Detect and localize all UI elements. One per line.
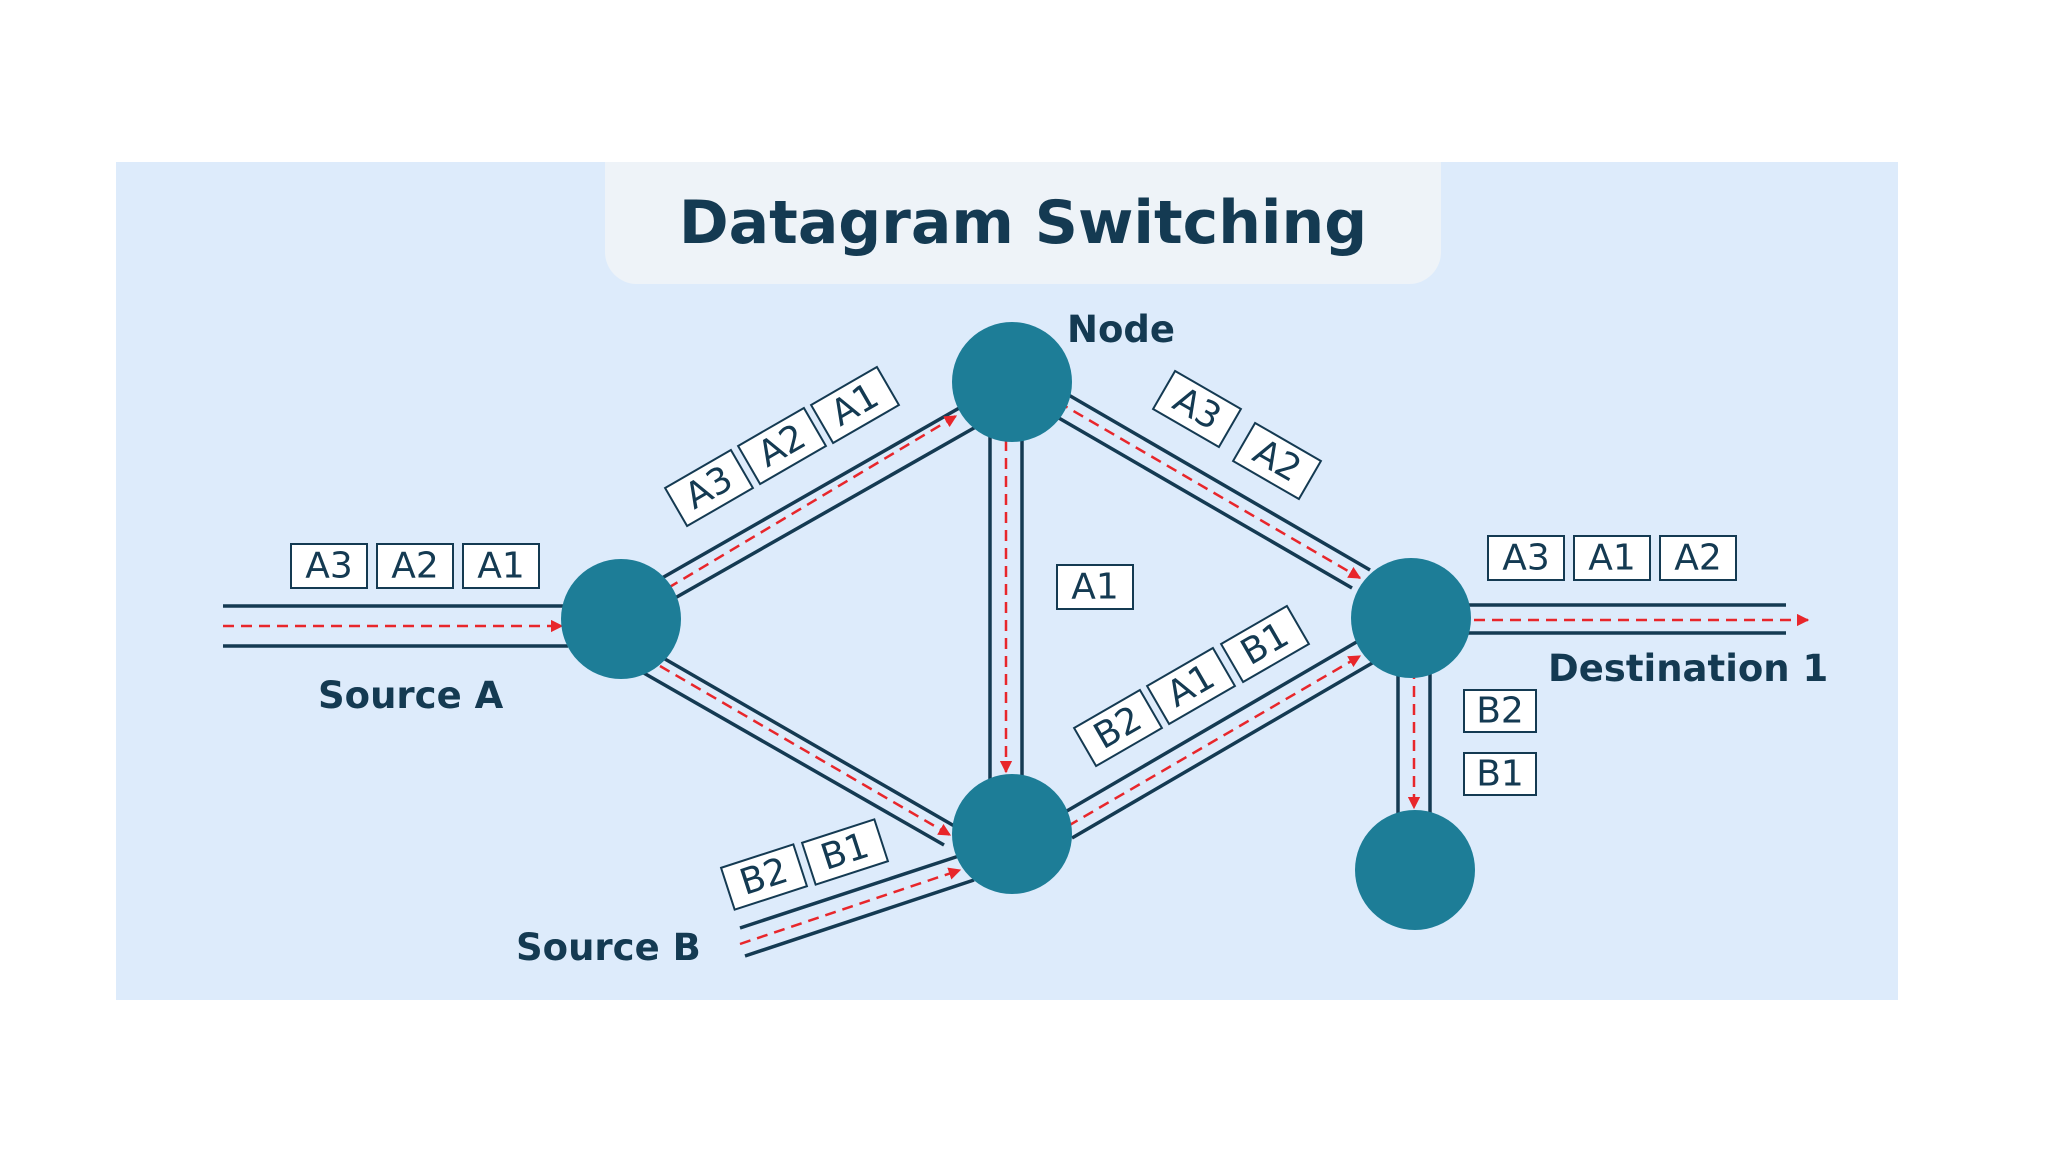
flow-arrow	[739, 867, 962, 946]
svg-text:A2: A2	[391, 546, 439, 587]
svg-text:A3: A3	[1502, 538, 1550, 579]
link-left-top	[654, 401, 969, 584]
packet-queue-lower-right-link: B2 A1 B1	[1072, 604, 1311, 768]
svg-text:A2: A2	[1674, 538, 1722, 579]
packet: A3	[1151, 369, 1243, 449]
packet: B1	[1463, 752, 1537, 796]
packet: A1	[809, 365, 901, 445]
flow-arrow	[659, 664, 952, 837]
link-top-right	[1044, 408, 1353, 590]
links	[223, 388, 1786, 958]
svg-text:A1: A1	[1071, 567, 1119, 608]
packet-queue-upper-right-link: A3 A2	[1151, 369, 1323, 501]
svg-text:B1: B1	[1476, 754, 1524, 795]
flow-arrow	[667, 414, 958, 590]
diagram-title: Datagram Switching	[678, 188, 1368, 258]
svg-text:B2: B2	[1476, 691, 1524, 732]
packet: A1	[1573, 535, 1651, 581]
packet-queue-center-link: A1	[1056, 564, 1134, 610]
packet: A3	[1487, 535, 1565, 581]
flow-arrows	[223, 400, 1810, 946]
packet: A2	[1231, 421, 1323, 501]
packet: B2	[719, 843, 809, 911]
node-circle	[952, 774, 1072, 894]
svg-text:A3: A3	[305, 546, 353, 587]
packet-queue-source-a: A3 A2 A1	[290, 543, 540, 589]
title-box: Datagram Switching	[605, 162, 1441, 284]
link-source-b	[739, 853, 963, 930]
packet: B1	[800, 818, 890, 886]
packet: B2	[1072, 688, 1164, 768]
destination-1-label: Destination 1	[1548, 647, 1828, 690]
flow-arrow	[1067, 654, 1362, 828]
packet: A2	[376, 543, 454, 589]
link-source-b	[744, 878, 975, 958]
packet: A2	[1659, 535, 1737, 581]
nodes	[561, 322, 1475, 930]
link-left-bottom	[657, 653, 957, 829]
source-a-label: Source A	[318, 674, 504, 717]
node-circle	[1355, 810, 1475, 930]
packet: B1	[1219, 604, 1311, 684]
packet: A2	[736, 406, 828, 486]
packet-queue-destination: A3 A1 A2	[1487, 535, 1737, 581]
link-left-bottom	[641, 670, 945, 847]
packet: A1	[1056, 564, 1134, 610]
node-label: Node	[1067, 308, 1175, 351]
node-circle	[1351, 558, 1471, 678]
link-bottom-right	[1059, 638, 1361, 817]
packet: A3	[663, 448, 755, 528]
packet-queue-down-link: B2 B1	[1463, 689, 1537, 796]
svg-text:A1: A1	[1588, 538, 1636, 579]
packet: A3	[290, 543, 368, 589]
packet: B2	[1463, 689, 1537, 733]
packet-queue-upper-left-link: A3 A2 A1	[663, 365, 901, 528]
packet: A1	[462, 543, 540, 589]
node-circle	[952, 322, 1072, 442]
link-left-top	[674, 418, 989, 600]
flow-arrow	[1057, 400, 1362, 580]
node-circle	[561, 559, 681, 679]
source-b-label: Source B	[516, 926, 701, 969]
link-bottom-right	[1071, 660, 1375, 840]
svg-text:A1: A1	[477, 546, 525, 587]
link-top-right	[1059, 388, 1371, 572]
packet-queue-source-b: B2 B1	[719, 818, 890, 911]
packet: A1	[1145, 646, 1237, 726]
